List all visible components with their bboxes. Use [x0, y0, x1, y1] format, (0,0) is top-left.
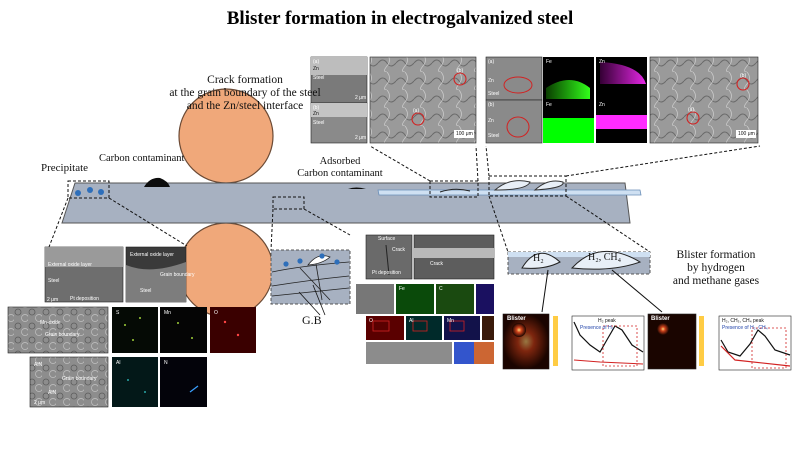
micrograph-label: Mn-oxide: [40, 320, 61, 326]
layer-label: Zn: [488, 118, 494, 124]
micrograph-tag: (a): [488, 59, 495, 65]
micrograph-label: Grain boundary: [62, 376, 97, 382]
crack-formation-label: Crack formation at the grain boundary of…: [169, 74, 321, 113]
micrograph-tag: (a): [313, 59, 320, 65]
micrograph-label: External oxide layer: [48, 262, 92, 268]
element-label: Mn: [164, 310, 171, 316]
layer-label: Steel: [488, 133, 500, 139]
tds-peak-label: H₂, CH₃, CH₄ peak: [722, 318, 764, 324]
h2-ch4-label: H₂, CH₄: [588, 252, 622, 263]
layer-label: Steel: [313, 75, 325, 81]
scale-bar: 100 μm: [738, 131, 755, 137]
precipitate-dot: [98, 189, 104, 195]
precipitate-panel: [7, 246, 256, 408]
scale-bar: 100 μm: [456, 131, 473, 137]
tds-legend: Presence of H₂: [580, 325, 614, 331]
element-label: Fe: [546, 102, 552, 108]
lower-roller: [178, 222, 274, 318]
micrograph-label: Steel: [140, 288, 152, 294]
carbon-contaminant: [144, 177, 170, 187]
layer-label: Zn: [313, 111, 319, 117]
micrograph-label: Crack: [392, 247, 406, 253]
element-label: Al: [409, 318, 414, 324]
micrograph-label: AlN: [48, 390, 57, 396]
carbon-contaminant-label: Carbon contaminant: [99, 153, 185, 164]
tds-peak-label: H₂ peak: [598, 318, 616, 324]
zoom-box-gb: [272, 196, 305, 210]
micrograph-label: Crack: [430, 261, 444, 267]
element-label: Fe: [399, 286, 405, 292]
scale-bar: 2 μm: [355, 135, 367, 141]
blister-tag: Blister: [651, 316, 670, 322]
element-label: Al: [116, 360, 121, 366]
precipitate-dot: [75, 190, 81, 196]
micrograph-tag: (b): [313, 105, 320, 111]
micrograph-tag: (b): [740, 73, 747, 79]
blister-tag: Blister: [507, 316, 526, 322]
micrograph-label: Surface: [378, 236, 396, 242]
blister-formation-label: Blister formation by hydrogen and methan…: [672, 249, 760, 288]
zoom-box-blister: [488, 175, 567, 197]
scale-bar: 2 μm: [34, 400, 46, 406]
crack-mark: [439, 188, 471, 193]
element-label: C: [439, 286, 443, 292]
layer-label: Zn: [488, 78, 494, 84]
micrograph-label: AlN: [34, 362, 43, 368]
blister-small: [493, 180, 531, 191]
zn-coating: [377, 189, 642, 196]
precipitate-dot: [87, 187, 93, 193]
adsorbed-carbon: [348, 187, 366, 189]
micrograph-tag: (b): [457, 68, 464, 74]
zoom-box-crack: [429, 180, 479, 198]
micrograph-tag: (b): [488, 102, 495, 108]
zoom-box-precipitate: [67, 180, 110, 199]
element-label: O: [214, 310, 218, 316]
element-label: Zn: [599, 102, 605, 108]
layer-label: Zn: [313, 66, 319, 72]
element-label: Mn: [447, 318, 454, 324]
micrograph-label: Grain boundary: [160, 272, 195, 278]
eds-panel: [485, 56, 759, 144]
micrograph-label: External oxide layer: [130, 252, 174, 258]
h2-label: H₂: [533, 253, 544, 264]
element-label: Fe: [546, 59, 552, 65]
tds-panel-2: [647, 313, 792, 371]
tds-panel-1: [502, 313, 645, 371]
scale-bar: 2 μm: [355, 95, 367, 101]
tds-legend: Presence of H₂, CH₄: [722, 325, 768, 331]
grain-boundary-label: G.B: [302, 313, 322, 327]
layer-label: Steel: [488, 91, 500, 97]
crack-sem-panel: [310, 56, 477, 144]
gb-tem-panel: [356, 234, 495, 364]
precipitate-label: Precipitate: [41, 162, 89, 174]
element-label: O: [369, 318, 373, 324]
blister-small: [533, 180, 564, 191]
micrograph-label: Pt deposition: [372, 270, 401, 276]
scale-bar: 2 μm: [47, 297, 59, 303]
micrograph-tag: (a): [688, 107, 695, 113]
page-title: Blister formation in electrogalvanized s…: [226, 8, 574, 29]
layer-label: Steel: [313, 120, 325, 126]
element-label: S: [116, 310, 120, 316]
micrograph-label: Grain boundary: [45, 332, 80, 338]
micrograph-label: Steel: [48, 278, 60, 284]
element-label: N: [164, 360, 168, 366]
micrograph-label: Pt deposition: [70, 296, 99, 302]
adsorbed-carbon-label: Adsorbed Carbon contaminant: [297, 156, 383, 180]
micrograph-tag: (a): [413, 108, 420, 114]
element-label: Zn: [599, 59, 605, 65]
